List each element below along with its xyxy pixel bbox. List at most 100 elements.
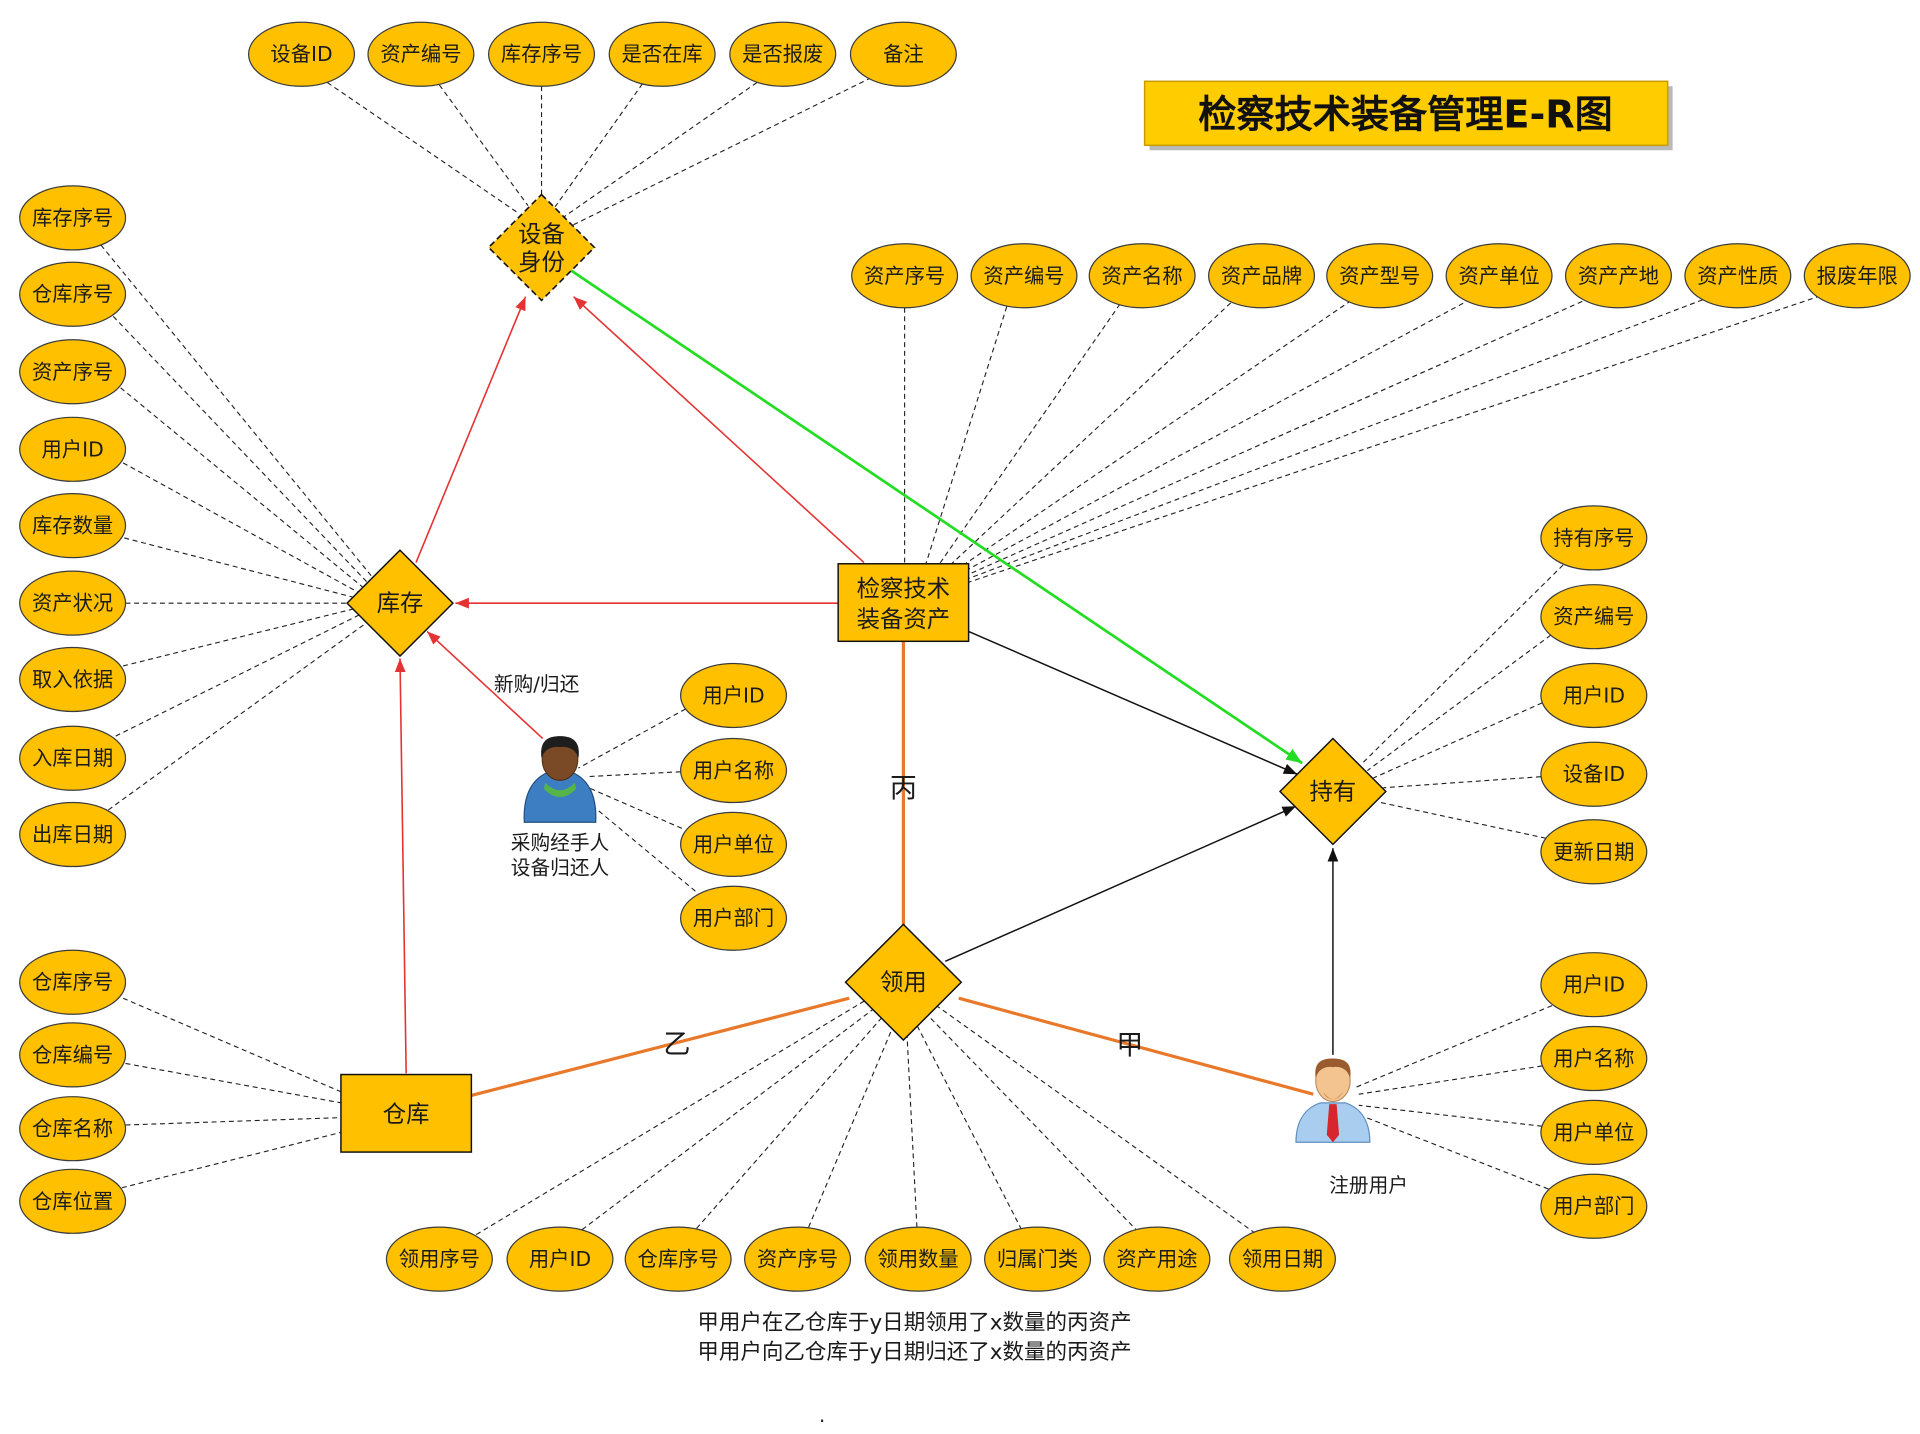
attribute-label: 用户名称: [1553, 1047, 1634, 1071]
connector-line: [696, 1015, 885, 1229]
purchaser-attr-user-id: 用户ID: [680, 662, 788, 729]
attribute-label: 用户ID: [42, 437, 104, 461]
connector-line: [122, 606, 362, 667]
attribute-ellipse: [19, 339, 127, 405]
holding-attr-device-id: 设备ID: [1540, 741, 1648, 807]
attribute-label: 库存数量: [32, 514, 113, 538]
attribute-ellipse: [1103, 1226, 1211, 1292]
attribute-ellipse: [19, 1096, 127, 1162]
attribute-ellipse: [1540, 1173, 1648, 1239]
person-collar: [544, 782, 576, 797]
device-identity-attr-in-stock: 是否在库: [608, 21, 716, 87]
entity-box: [340, 1073, 473, 1153]
note-return: 甲用户向乙仓库于y日期归还了x数量的丙资产: [697, 1340, 1131, 1365]
attribute-ellipse: [608, 21, 716, 87]
attribute-ellipse: [1540, 584, 1648, 650]
inventory-attr-stock-out-date: 出库日期: [19, 801, 127, 868]
requisition-attr-asset-usage: 资产用途: [1103, 1226, 1211, 1292]
attribute-label: 资产名称: [1102, 264, 1183, 288]
purchaser-person-icon: [523, 736, 597, 823]
attribute-label: 备注: [883, 42, 924, 66]
attribute-ellipse: [248, 21, 356, 87]
user-attr-user-department: 用户部门: [1540, 1173, 1648, 1239]
connector-line: [585, 771, 681, 778]
attribute-label: 用户ID: [529, 1247, 591, 1271]
connector-line: [115, 610, 369, 737]
footer-mark: .: [819, 1404, 825, 1427]
edge-inventory-to-device-identity: [415, 296, 527, 563]
entity-label: 仓库: [383, 1100, 430, 1128]
attribute-label: 归属门类: [997, 1247, 1078, 1271]
asset-attr-asset-model: 资产型号: [1326, 243, 1434, 309]
attribute-ellipse: [488, 21, 596, 87]
attribute-ellipse: [19, 1168, 127, 1234]
asset-attr-asset-nature: 资产性质: [1684, 243, 1792, 309]
user-attr-user-name: 用户名称: [1540, 1025, 1648, 1092]
attribute-ellipse: [864, 1226, 972, 1292]
attribute-label: 用户ID: [1563, 683, 1625, 707]
connector-line: [438, 84, 529, 206]
attribute-ellipse: [1540, 952, 1648, 1018]
person-hair: [1315, 1058, 1351, 1079]
attribute-label: 用户部门: [1553, 1194, 1634, 1218]
entity-label: 装备资产: [857, 605, 951, 633]
attribute-ellipse: [849, 21, 957, 87]
entity-equipment-asset: 检察技术 装备资产: [837, 563, 970, 643]
attribute-label: 用户ID: [702, 683, 764, 707]
entity-box: [837, 563, 970, 643]
connector-line: [125, 1117, 341, 1126]
device-identity-attr-device-id: 设备ID: [248, 21, 356, 87]
attribute-ellipse: [984, 1226, 1092, 1292]
attribute-ellipse: [680, 662, 788, 729]
entity-label: 检察技术: [857, 574, 951, 602]
edge-user-requisition: [958, 996, 1314, 1096]
relationship-holding: 持有: [1278, 737, 1387, 846]
attribute-ellipse: [1540, 505, 1648, 571]
attribute-label: 资产编号: [1553, 605, 1634, 629]
attribute-ellipse: [1684, 243, 1792, 309]
edge-warehouse-requisition: [470, 996, 850, 1098]
edge-asset-to-holding: [968, 630, 1298, 775]
attribute-label: 资产状况: [32, 591, 113, 615]
attribute-label: 持有序号: [1553, 526, 1634, 550]
relationship-requisition: 领用: [844, 923, 963, 1042]
attribute-label: 资产编号: [983, 264, 1064, 288]
attribute-label: 用户部门: [693, 906, 774, 930]
connector-line: [585, 786, 683, 829]
attribute-ellipse: [729, 21, 837, 87]
connector-line: [955, 299, 1352, 571]
attribute-label: 用户单位: [693, 832, 774, 856]
attribute-ellipse: [19, 493, 127, 559]
attribute-ellipse: [1540, 662, 1648, 729]
asset-attr-asset-name: 资产名称: [1088, 243, 1196, 309]
edge-requisition-to-holding: [944, 805, 1297, 962]
asset-attr-asset-seq: 资产序号: [851, 243, 959, 309]
connector-line: [107, 615, 377, 811]
edge-label-bing: 丙: [890, 773, 917, 804]
connector-line: [1373, 702, 1543, 779]
connector-line: [120, 387, 373, 595]
attribute-ellipse: [1228, 1226, 1336, 1292]
attribute-ellipse: [1564, 243, 1672, 309]
attribute-ellipse: [367, 21, 475, 87]
attribute-ellipse: [1540, 1099, 1648, 1165]
attribute-label: 报废年限: [1817, 264, 1898, 288]
attribute-ellipse: [506, 1226, 614, 1292]
purchaser-label: 设备归还人: [511, 856, 609, 879]
connector-line: [925, 1012, 1139, 1233]
connector-line: [1380, 801, 1546, 839]
attribute-label: 资产产地: [1578, 264, 1659, 288]
attribute-ellipse: [1445, 243, 1553, 309]
attribute-ellipse: [19, 570, 127, 636]
connector-line: [968, 296, 1711, 580]
holding-attr-holding-seq: 持有序号: [1540, 505, 1648, 571]
connector-line: [124, 537, 362, 600]
user-attr-user-id: 用户ID: [1540, 952, 1648, 1018]
requisition-attr-requisition-date: 领用日期: [1228, 1226, 1336, 1292]
holding-attr-asset-number: 资产编号: [1540, 584, 1648, 650]
purchaser-label: 采购经手人: [511, 832, 609, 855]
connector-line: [916, 1025, 1023, 1230]
edge-warehouse-to-inventory: [394, 658, 407, 1074]
requisition-attr-requisition-seq: 领用序号: [385, 1226, 493, 1292]
attribute-ellipse: [19, 801, 127, 868]
